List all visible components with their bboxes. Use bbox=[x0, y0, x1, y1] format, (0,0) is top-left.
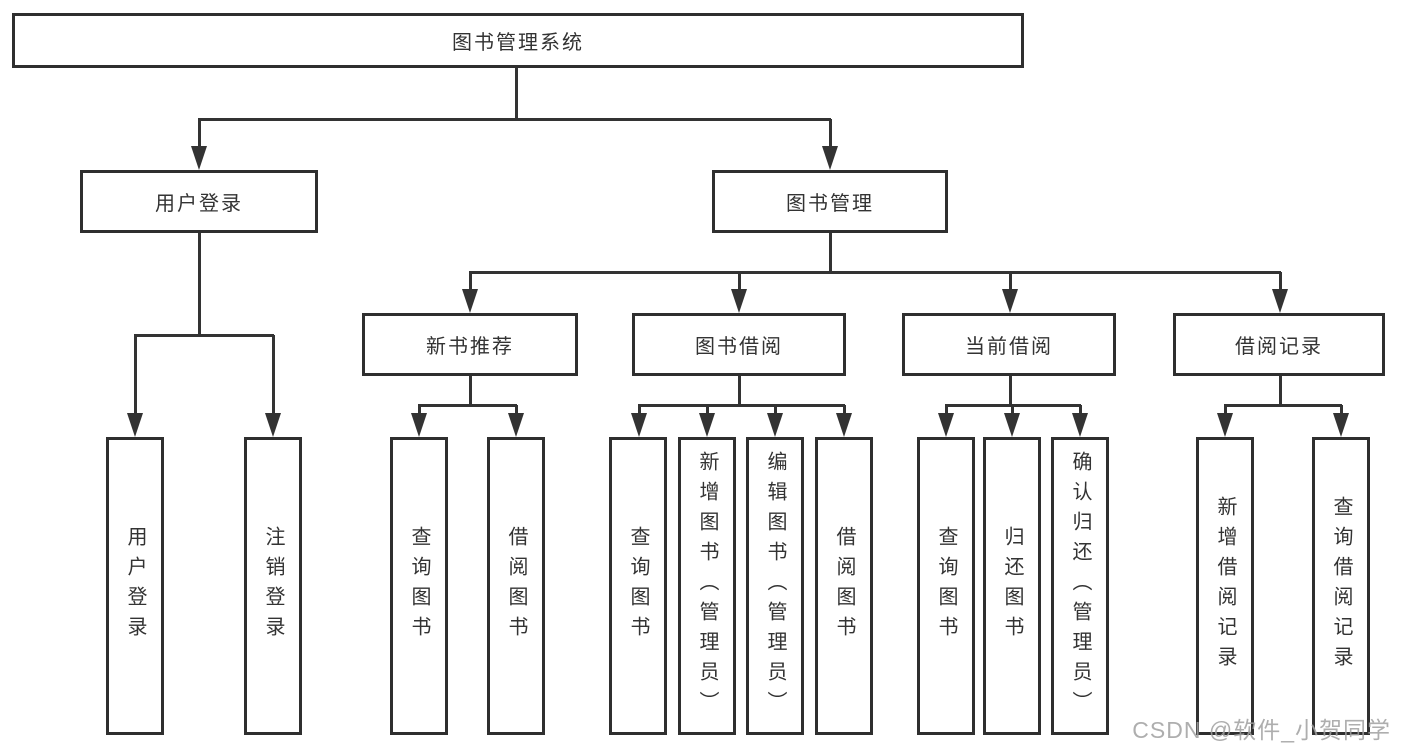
connector-stem bbox=[134, 335, 137, 425]
arrow-down-icon bbox=[1002, 289, 1018, 313]
arrow-down-icon bbox=[265, 413, 281, 437]
leaf-label: 查询图书 bbox=[408, 526, 430, 646]
leaf-label: 编辑图书（管理员） bbox=[764, 451, 786, 721]
connector-line-h bbox=[1224, 404, 1342, 407]
node-label: 图书借阅 bbox=[695, 336, 783, 358]
leaf-label: 查询图书 bbox=[627, 526, 649, 646]
leaf-label: 确认归还（管理员） bbox=[1069, 451, 1091, 721]
leaf-return-books: 归还图书 bbox=[983, 437, 1041, 735]
connector-line-h bbox=[198, 118, 831, 121]
arrow-down-icon bbox=[462, 289, 478, 313]
node-new-book-recommendation: 新书推荐 bbox=[362, 313, 578, 376]
leaf-borrow-books-2: 借阅图书 bbox=[815, 437, 873, 735]
leaf-label: 用户登录 bbox=[124, 526, 146, 646]
leaf-add-books-admin: 新增图书（管理员） bbox=[678, 437, 736, 735]
leaf-logout: 注销登录 bbox=[244, 437, 302, 735]
leaf-label: 新增图书（管理员） bbox=[696, 451, 718, 721]
leaf-confirm-return-admin: 确认归还（管理员） bbox=[1051, 437, 1109, 735]
arrow-down-icon bbox=[822, 146, 838, 170]
leaf-user-login: 用户登录 bbox=[106, 437, 164, 735]
arrow-down-icon bbox=[731, 289, 747, 313]
arrow-down-icon bbox=[938, 413, 954, 437]
connector-stem bbox=[829, 119, 832, 158]
arrow-down-icon bbox=[1333, 413, 1349, 437]
leaf-borrow-books-1: 借阅图书 bbox=[487, 437, 545, 735]
arrow-down-icon bbox=[1072, 413, 1088, 437]
leaf-query-books-1: 查询图书 bbox=[390, 437, 448, 735]
node-current-borrowing: 当前借阅 bbox=[902, 313, 1116, 376]
connector-stem bbox=[1279, 272, 1282, 301]
leaf-query-books-2: 查询图书 bbox=[609, 437, 667, 735]
node-borrowing-records: 借阅记录 bbox=[1173, 313, 1385, 376]
node-user-login: 用户登录 bbox=[80, 170, 318, 233]
node-book-borrowing: 图书借阅 bbox=[632, 313, 846, 376]
node-label: 用户登录 bbox=[155, 193, 243, 215]
connector-stem bbox=[469, 272, 472, 301]
node-label: 图书管理系统 bbox=[452, 32, 584, 54]
leaf-add-borrow-record: 新增借阅记录 bbox=[1196, 437, 1254, 735]
arrow-down-icon bbox=[411, 413, 427, 437]
node-library-management-system: 图书管理系统 bbox=[12, 13, 1024, 68]
csdn-watermark: CSDN @软件_小贺同学 bbox=[1132, 717, 1391, 743]
leaf-label: 归还图书 bbox=[1001, 526, 1023, 646]
connector-line-v bbox=[469, 376, 472, 405]
leaf-label: 注销登录 bbox=[262, 526, 284, 646]
arrow-down-icon bbox=[508, 413, 524, 437]
arrow-down-icon bbox=[191, 146, 207, 170]
connector-line-v bbox=[1279, 376, 1282, 405]
connector-stem bbox=[272, 335, 275, 425]
connector-line-h bbox=[134, 334, 274, 337]
connector-line-v bbox=[1009, 376, 1012, 405]
connector-line-h bbox=[638, 404, 845, 407]
connector-line-h bbox=[469, 271, 1281, 274]
node-label: 借阅记录 bbox=[1235, 336, 1323, 358]
leaf-label: 查询借阅记录 bbox=[1330, 496, 1352, 676]
connector-line-v bbox=[738, 376, 741, 405]
connector-stem bbox=[198, 119, 201, 158]
connector-stem bbox=[738, 272, 741, 301]
leaf-label: 借阅图书 bbox=[505, 526, 527, 646]
arrow-down-icon bbox=[767, 413, 783, 437]
leaf-label: 借阅图书 bbox=[833, 526, 855, 646]
leaf-query-borrow-record: 查询借阅记录 bbox=[1312, 437, 1370, 735]
leaf-label: 查询图书 bbox=[935, 526, 957, 646]
leaf-label: 新增借阅记录 bbox=[1214, 496, 1236, 676]
leaf-query-books-3: 查询图书 bbox=[917, 437, 975, 735]
node-label: 当前借阅 bbox=[965, 336, 1053, 358]
arrow-down-icon bbox=[631, 413, 647, 437]
connector-line-v bbox=[829, 233, 832, 272]
node-book-management: 图书管理 bbox=[712, 170, 948, 233]
arrow-down-icon bbox=[836, 413, 852, 437]
arrow-down-icon bbox=[699, 413, 715, 437]
leaf-edit-books-admin: 编辑图书（管理员） bbox=[746, 437, 804, 735]
connector-line-h bbox=[418, 404, 517, 407]
arrow-down-icon bbox=[1272, 289, 1288, 313]
arrow-down-icon bbox=[127, 413, 143, 437]
node-label: 图书管理 bbox=[786, 193, 874, 215]
connector-line-v bbox=[515, 68, 518, 119]
arrow-down-icon bbox=[1004, 413, 1020, 437]
connector-stem bbox=[1009, 272, 1012, 301]
node-label: 新书推荐 bbox=[426, 336, 514, 358]
arrow-down-icon bbox=[1217, 413, 1233, 437]
connector-line-v bbox=[198, 233, 201, 335]
